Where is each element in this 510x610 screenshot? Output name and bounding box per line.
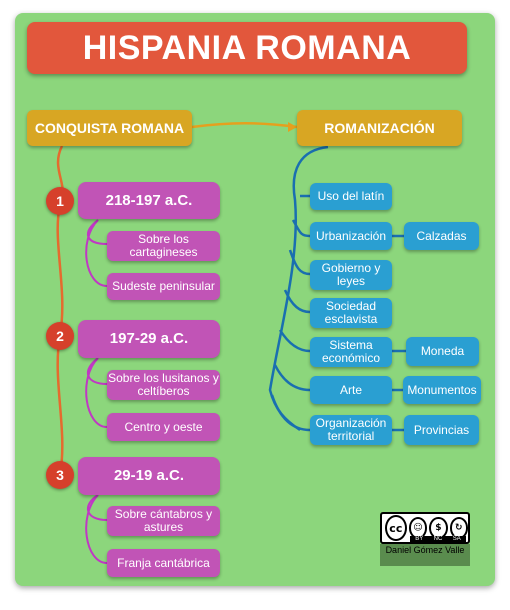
cc-by-label: BY <box>415 536 424 542</box>
phase-2-item-2: Centro y oeste <box>107 413 220 441</box>
romanizacion-item-sociedad: Sociedad esclavista <box>310 298 392 328</box>
phase-2-item-1: Sobre los lusitanos y celtíberos <box>107 370 220 400</box>
phase-1-number: 1 <box>46 187 74 215</box>
license-badge: cc ☺ $ ↻ BY NC SA Daniel Gómez Valle <box>380 512 470 566</box>
romanizacion-child-monumentos: Monumentos <box>403 376 481 404</box>
phase-3-item-1: Sobre cántabros y astures <box>107 506 220 536</box>
conquista-romana-node: CONQUISTA ROMANA <box>27 110 192 146</box>
phase-3-item-2: Franja cantábrica <box>107 549 220 577</box>
page-title: HISPANIA ROMANA <box>27 22 467 74</box>
romanizacion-child-moneda: Moneda <box>406 337 479 366</box>
phase-3-period: 29-19 a.C. <box>78 457 220 495</box>
cc-sa-label: SA <box>452 536 461 542</box>
romanizacion-child-provincias: Provincias <box>404 415 479 445</box>
phase-1-item-2: Sudeste peninsular <box>107 273 220 300</box>
romanizacion-item-gobierno: Gobierno y leyes <box>310 260 392 290</box>
phase-1-item-1: Sobre los cartagineses <box>107 231 220 261</box>
romanizacion-item-urbanizacion: Urbanización <box>310 222 392 250</box>
phase-3-number: 3 <box>46 461 74 489</box>
phase-2-period: 197-29 a.C. <box>78 320 220 358</box>
cc-nc-label: NC <box>433 536 443 542</box>
phase-1-period: 218-197 a.C. <box>78 182 220 219</box>
author-name: Daniel Gómez Valle <box>380 544 470 566</box>
romanizacion-item-arte: Arte <box>310 376 392 404</box>
cc-terms-strip: BY NC SA <box>410 536 466 542</box>
phase-2-number: 2 <box>46 322 74 350</box>
romanizacion-item-latin: Uso del latín <box>310 183 392 210</box>
romanizacion-node: ROMANIZACIÓN <box>297 110 462 146</box>
romanizacion-item-economico: Sistema económico <box>310 337 392 367</box>
romanizacion-item-organizacion: Organización territorial <box>310 415 392 445</box>
cc-icon: cc <box>385 515 407 541</box>
romanizacion-child-calzadas: Calzadas <box>404 222 479 250</box>
